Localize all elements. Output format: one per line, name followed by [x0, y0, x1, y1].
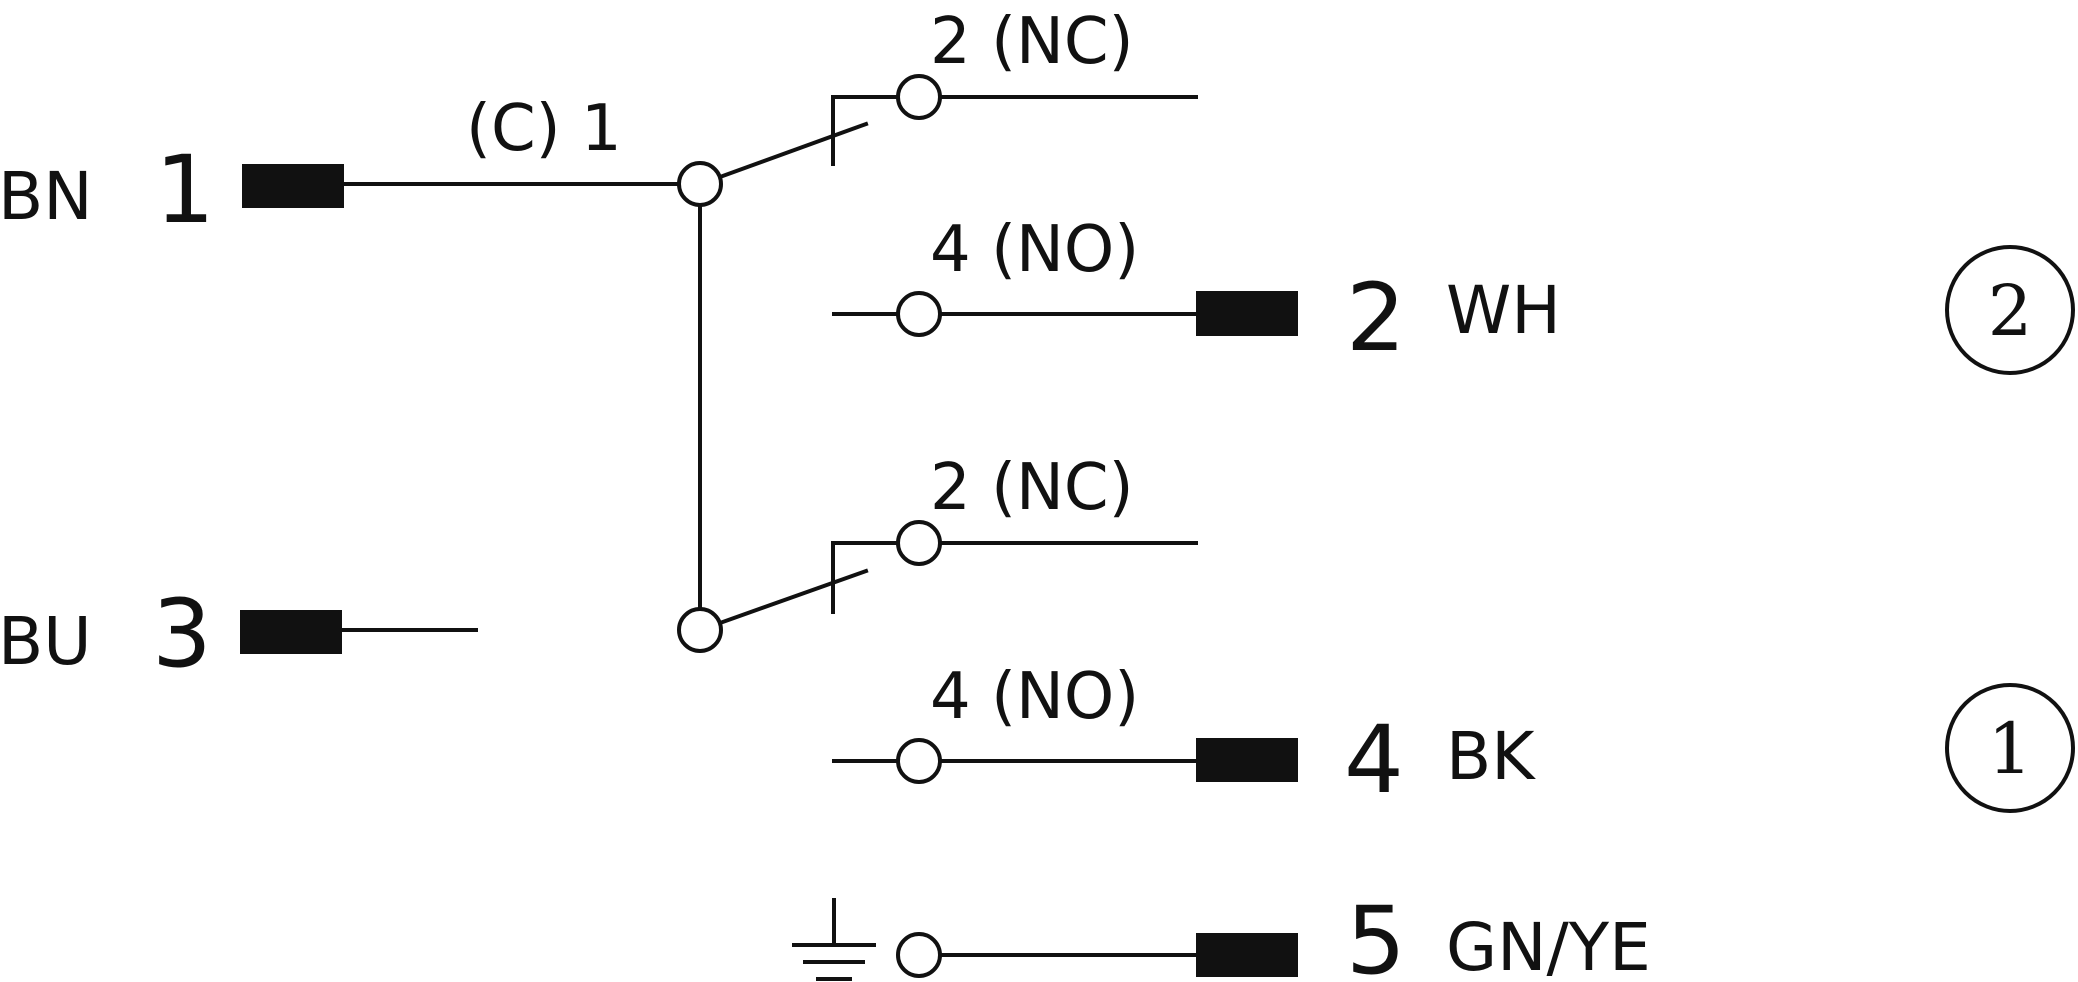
lower-no-node — [896, 738, 942, 784]
upper-nc-label: 2 (NC) — [930, 5, 1134, 79]
right-pin-2-color: WH — [1446, 272, 1561, 349]
circled-number-1-text: 1 — [1988, 708, 2033, 790]
left-pin-1-color: BN — [0, 158, 93, 235]
common-wiring: (C) 1 — [340, 92, 702, 632]
circled-number-2: 2 — [1945, 245, 2075, 375]
lower-nc-node — [896, 520, 942, 566]
left-pin-3-terminal — [240, 610, 342, 654]
circled-number-1-ring — [1945, 683, 2075, 813]
right-pin-4: 4 BK — [1196, 706, 1536, 815]
right-pin-2-terminal — [1196, 291, 1298, 336]
right-pin-2-number: 2 — [1346, 264, 1406, 373]
common-label: (C) 1 — [466, 92, 622, 166]
upper-nc-node — [896, 74, 942, 120]
right-pin-5-terminal — [1196, 933, 1298, 977]
left-pin-3: BU 3 — [0, 580, 342, 689]
right-pin-4-color: BK — [1446, 718, 1536, 795]
lower-switch: 2 (NC) 4 (NO) — [677, 451, 1200, 784]
left-pin-3-number: 3 — [152, 580, 212, 689]
left-pin-1-terminal — [242, 164, 344, 208]
left-pin-1-number: 1 — [155, 136, 215, 245]
lower-common-node — [677, 607, 723, 653]
lower-no-label: 4 (NO) — [930, 660, 1139, 734]
ground-circuit: 5 GN/YE — [792, 887, 1651, 982]
upper-no-label: 4 (NO) — [930, 213, 1139, 287]
upper-no-node — [896, 291, 942, 337]
left-pin-1: BN 1 — [0, 136, 344, 245]
upper-switch-blade — [717, 121, 869, 180]
right-pin-5-color: GN/YE — [1446, 909, 1651, 982]
right-pin-4-number: 4 — [1344, 706, 1404, 815]
right-pin-2: 2 WH — [1196, 264, 1561, 373]
circled-number-1: 1 — [1945, 683, 2075, 813]
lower-nc-label: 2 (NC) — [930, 451, 1134, 525]
upper-common-node — [677, 161, 723, 207]
lower-switch-blade — [717, 568, 869, 626]
right-pin-4-terminal — [1196, 738, 1298, 782]
ground-node — [896, 932, 942, 978]
upper-switch: 2 (NC) 4 (NO) — [677, 5, 1200, 337]
left-pin-3-color: BU — [0, 603, 92, 680]
right-pin-5-number: 5 — [1346, 887, 1406, 982]
circled-number-2-text: 2 — [1988, 270, 2033, 352]
circled-number-2-ring — [1945, 245, 2075, 375]
